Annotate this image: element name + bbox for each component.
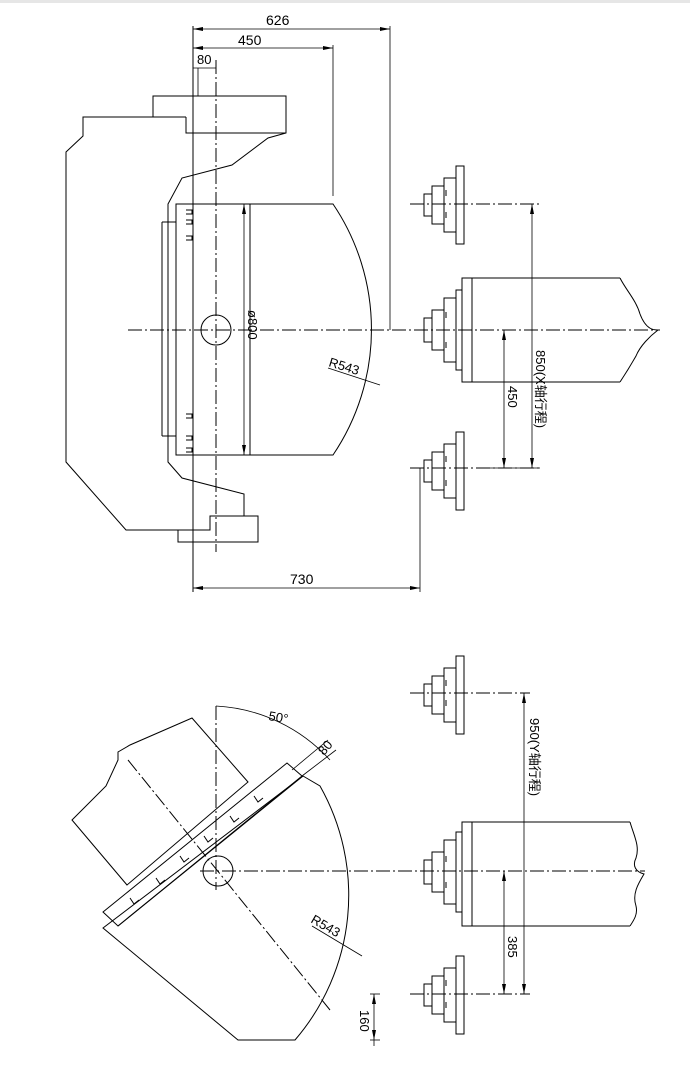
dim-950-y-travel: 950(Y轴行程) <box>527 718 542 796</box>
rotated-table-arc <box>102 775 350 1041</box>
dim-730: 730 <box>290 571 314 587</box>
lower-boss <box>177 515 259 543</box>
dim-385: 385 <box>505 936 520 958</box>
spindle-head-lower <box>423 431 465 511</box>
spindle-head-middle-bottom <box>423 821 645 927</box>
top-view: 626 450 80 ø800 R543 730 <box>65 12 660 592</box>
dim-850-x-travel: 850(X轴行程) <box>533 350 548 428</box>
rotated-t-slot-marks <box>129 795 264 905</box>
top-dimensions <box>193 26 391 330</box>
spindle-head-upper <box>423 165 465 245</box>
dim-80-bottom: 80 <box>315 737 336 758</box>
t-slot-marks <box>186 209 193 453</box>
rotated-body <box>71 717 249 886</box>
dim-dia-800: ø800 <box>245 310 260 340</box>
dim-r543-top: R543 <box>327 355 361 378</box>
dim-450-top: 450 <box>238 32 262 48</box>
dim-160: 160 <box>357 1010 372 1032</box>
dim-626: 626 <box>266 12 290 28</box>
upper-boss <box>153 116 286 134</box>
top-border <box>0 0 690 3</box>
dim-450-right: 450 <box>505 386 520 408</box>
spindle-head-lower-bottom <box>423 955 465 1035</box>
dim-r543-bottom: R543 <box>309 912 343 941</box>
dim-angle-50: 50° <box>267 708 289 726</box>
spindle-head-middle <box>423 277 660 383</box>
spindle-head-upper-bottom <box>423 655 465 735</box>
bottom-view: 50° 80 R543 <box>71 655 645 1046</box>
dim-80-top: 80 <box>197 52 211 67</box>
